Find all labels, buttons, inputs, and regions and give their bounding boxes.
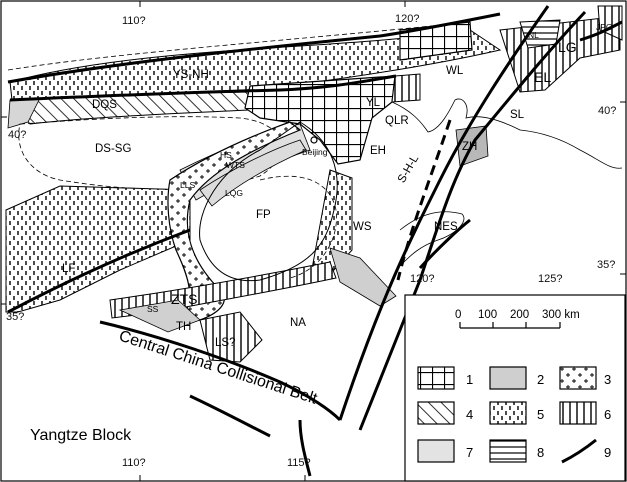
ys-nh-dashed-boundary: [7, 21, 471, 71]
unit-labels: YS-NH DQS DS-SG YL QLR EH Beijing HS WTS…: [62, 22, 613, 349]
label-qlr: QLR: [385, 115, 409, 127]
legend: 1 2 3 4 5 6 7 8 9: [417, 366, 611, 464]
collisional-belt-south-line: [189, 394, 271, 438]
coord-40-left: 40?: [8, 129, 26, 141]
coord-40-right: 40?: [598, 105, 616, 117]
legend-swatch-1: [417, 366, 455, 390]
coord-110-bottom: 110?: [122, 457, 146, 469]
coastline: [391, 98, 623, 169]
label-ws: WS: [353, 221, 372, 233]
label-nes: NES: [434, 221, 458, 233]
coord-125-inner: 125?: [538, 273, 562, 285]
lf-fault: [7, 228, 191, 314]
coord-110-top: 110?: [122, 15, 146, 27]
legend-label-5: 5: [537, 407, 544, 422]
coordinate-labels: 110? 120? 40? 40? 35? 35? 120? 125? 110?…: [6, 13, 616, 469]
legend-label-2: 2: [537, 372, 544, 387]
legend-label-4: 4: [466, 407, 473, 422]
label-lf: LF: [62, 263, 75, 275]
label-wl: WL: [446, 65, 464, 77]
beijing-marker: [310, 136, 318, 144]
legend-label-6: 6: [604, 407, 611, 422]
label-nl: NL: [528, 30, 539, 40]
label-th: TH: [176, 321, 191, 333]
unit-yl-vert: [391, 73, 421, 103]
nes-fault: [418, 218, 471, 270]
label-yangtze-block: Yangtze Block: [30, 427, 132, 444]
legend-label-7: 7: [466, 445, 473, 460]
legend-label-3: 3: [604, 372, 611, 387]
legend-label-8: 8: [537, 445, 544, 460]
label-eh: EH: [370, 145, 386, 157]
coord-115-bottom: 115?: [287, 457, 311, 469]
ys-nh-fault: [7, 12, 501, 84]
label-sl: SL: [510, 109, 525, 121]
legend-swatch-4: [417, 401, 455, 425]
label-wts: WTS: [226, 160, 245, 170]
ds-sg-dashed-boundary: [18, 116, 283, 190]
legend-swatch-6: [559, 401, 597, 425]
label-jpg: JPG: [596, 22, 613, 32]
legend-swatch-7: [417, 439, 455, 463]
unit-lqg-gray: [199, 139, 307, 207]
label-hs: HS: [220, 150, 232, 160]
label-zts: ZTS: [171, 291, 197, 307]
label-lqg: LQG: [225, 188, 243, 198]
tanlu-fault-east: [358, 10, 587, 431]
label-beijing: Beijing: [302, 147, 328, 157]
label-ls: LS?: [215, 337, 235, 349]
coord-120-inner: 120?: [410, 273, 434, 285]
label-dqs: DQS: [92, 99, 117, 111]
label-na: NA: [290, 317, 306, 329]
coord-120-top: 120?: [395, 13, 419, 25]
legend-label-1: 1: [466, 372, 473, 387]
legend-label-9: 9: [604, 445, 611, 460]
fault-1: [298, 419, 312, 477]
coord-35-left: 35?: [6, 311, 24, 323]
fp-dashed-boundary: [259, 175, 337, 279]
legend-swatch-9: [561, 438, 597, 464]
label-el: EL: [534, 69, 551, 85]
label-lg: LG: [558, 39, 577, 55]
tanlu-fault-dashed: [396, 119, 452, 281]
legend-swatch-8: [489, 439, 527, 463]
label-ds-sg: DS-SG: [95, 143, 131, 155]
collisional-belt-line: [99, 320, 342, 422]
unit-zts-belt: [167, 121, 302, 323]
legend-swatch-2: [489, 366, 527, 390]
legend-swatch-5: [489, 401, 527, 425]
scale-tick-200: 200: [510, 309, 529, 321]
dqs-fault: [9, 74, 397, 102]
label-ss: SS: [147, 304, 159, 314]
label-lls: LLS: [180, 180, 195, 190]
label-ys-nh: YS-NH: [173, 69, 209, 81]
scale-tick-100: 100: [478, 309, 497, 321]
label-zh: ZH: [462, 141, 477, 153]
coord-35-right: 35?: [597, 259, 615, 271]
north-tr-fault: [579, 20, 623, 42]
label-yl: YL: [366, 97, 381, 109]
legend-swatch-3: [559, 366, 597, 390]
label-fp: FP: [256, 209, 271, 221]
scale-tick-0: 0: [455, 309, 461, 321]
scale-tick-300: 300 km: [542, 309, 580, 321]
fp-outline: [199, 121, 338, 282]
unit-ws-gray: [329, 247, 397, 307]
scale-bar: 0 100 200 300 km: [455, 309, 580, 329]
tanlu-fault-main: [338, 5, 550, 421]
